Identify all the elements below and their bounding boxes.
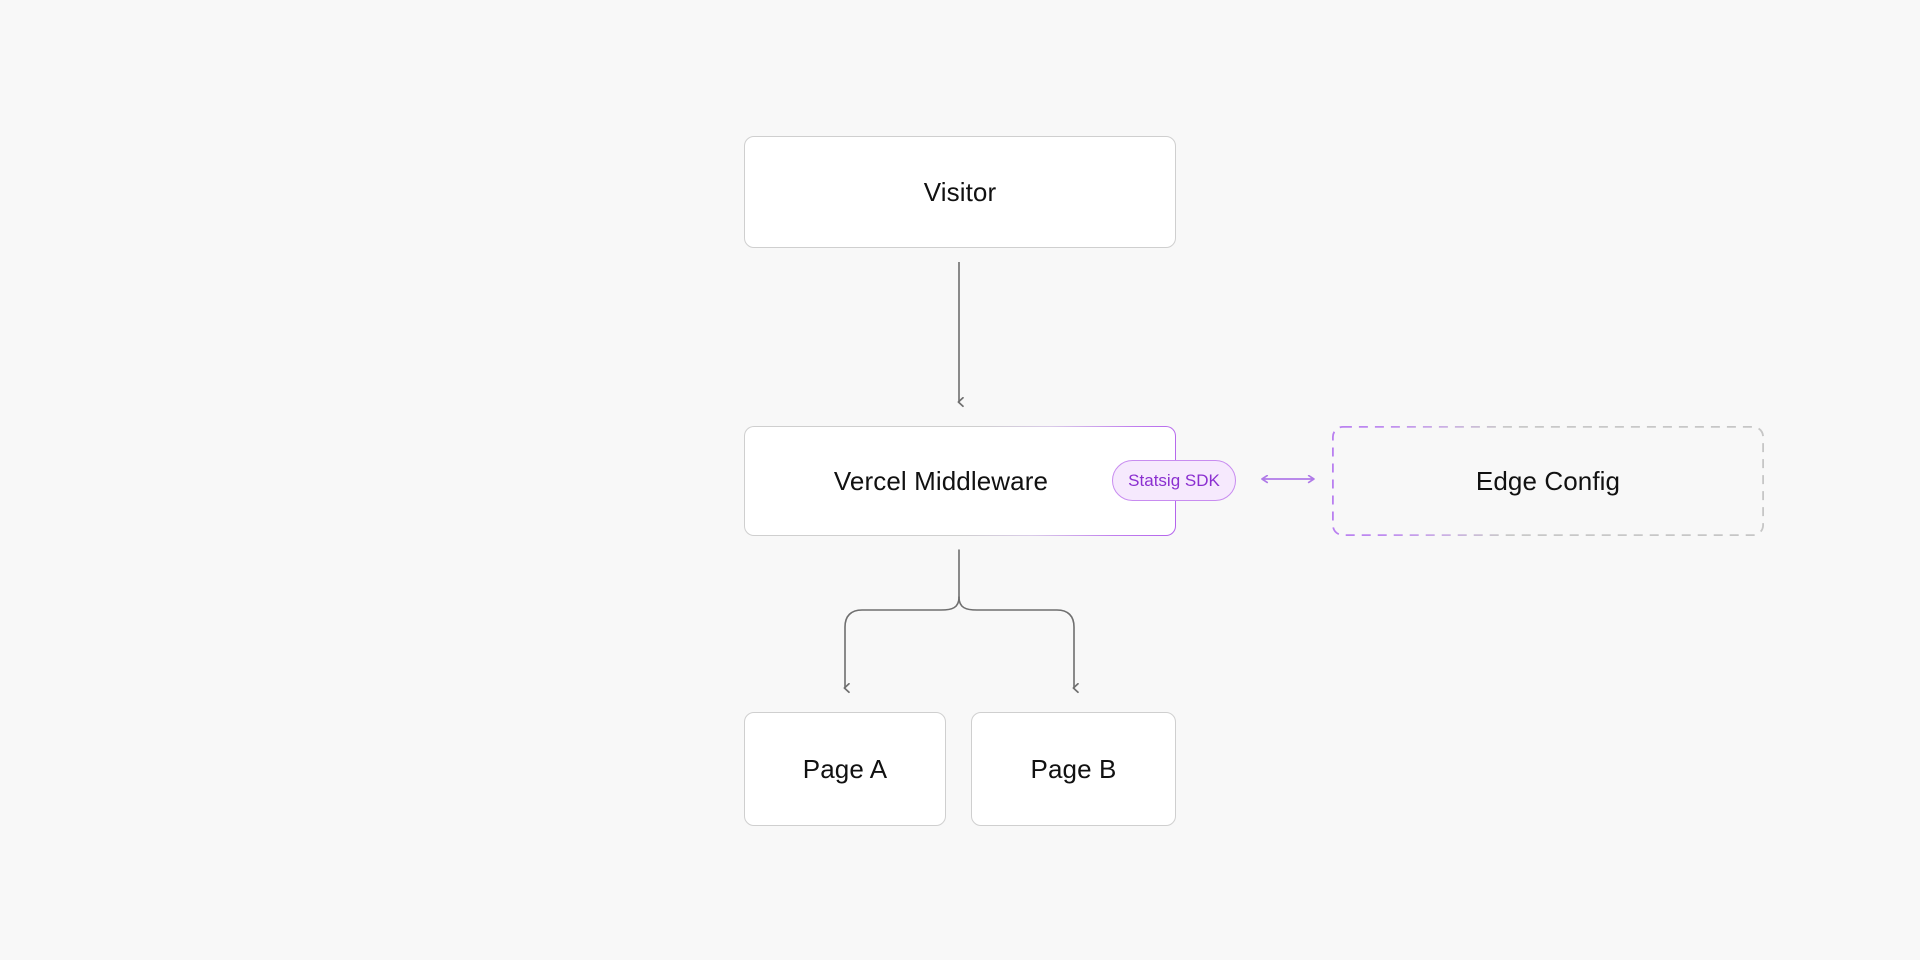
edge-middleware-to-pages (843, 549, 1079, 694)
node-edge-config-label: Edge Config (1475, 466, 1621, 496)
node-page-a[interactable]: Page A (744, 712, 946, 826)
node-visitor-label: Visitor (923, 177, 997, 207)
node-vercel-middleware[interactable]: Vercel Middleware (744, 426, 1176, 536)
node-visitor[interactable]: Visitor (744, 136, 1176, 248)
badge-statsig-sdk[interactable]: Statsig SDK (1112, 460, 1236, 501)
node-vercel-middleware-label: Vercel Middleware (833, 466, 1049, 496)
node-page-a-label: Page A (802, 754, 888, 784)
node-page-b[interactable]: Page B (971, 712, 1176, 826)
node-page-b-label: Page B (1030, 754, 1117, 784)
badge-statsig-sdk-label: Statsig SDK (1128, 470, 1220, 490)
node-edge-config[interactable]: Edge Config (1332, 426, 1764, 536)
